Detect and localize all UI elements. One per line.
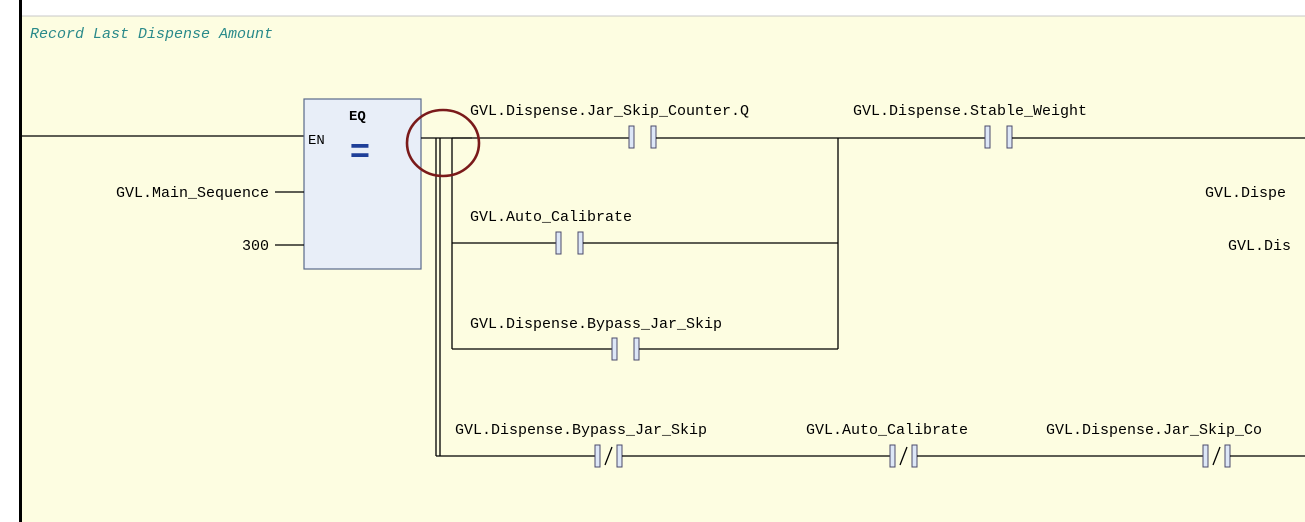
eq-symbol: = xyxy=(350,132,370,170)
contact-label-jar-skip-counter[interactable]: GVL.Dispense.Jar_Skip_Counter.Q xyxy=(470,103,749,120)
contact-label-bypass-jar-skip[interactable]: GVL.Dispense.Bypass_Jar_Skip xyxy=(470,316,722,333)
eq-block-name: EQ xyxy=(349,109,366,125)
en-pin-label: EN xyxy=(308,133,325,149)
nc-contact-label-jar-skip-counter[interactable]: GVL.Dispense.Jar_Skip_Co xyxy=(1046,422,1262,439)
right-label-2[interactable]: GVL.Dis xyxy=(1228,238,1291,255)
highlight-circle-icon xyxy=(405,108,481,178)
no-contact-icon[interactable] xyxy=(628,125,657,149)
network-comment[interactable]: Record Last Dispense Amount xyxy=(30,26,273,43)
eq-input-1[interactable]: GVL.Main_Sequence xyxy=(116,185,269,202)
network-background xyxy=(22,16,1305,522)
eq-input-2[interactable]: 300 xyxy=(242,238,269,255)
left-power-rail xyxy=(19,0,22,522)
contact-label-stable-weight[interactable]: GVL.Dispense.Stable_Weight xyxy=(853,103,1087,120)
no-contact-icon[interactable] xyxy=(984,125,1013,149)
nc-contact-label-auto-calibrate[interactable]: GVL.Auto_Calibrate xyxy=(806,422,968,439)
eq-function-block[interactable] xyxy=(303,98,422,270)
right-label-1[interactable]: GVL.Dispe xyxy=(1205,185,1286,202)
contact-label-auto-calibrate[interactable]: GVL.Auto_Calibrate xyxy=(470,209,632,226)
nc-contact-label-bypass-jar-skip[interactable]: GVL.Dispense.Bypass_Jar_Skip xyxy=(455,422,707,439)
